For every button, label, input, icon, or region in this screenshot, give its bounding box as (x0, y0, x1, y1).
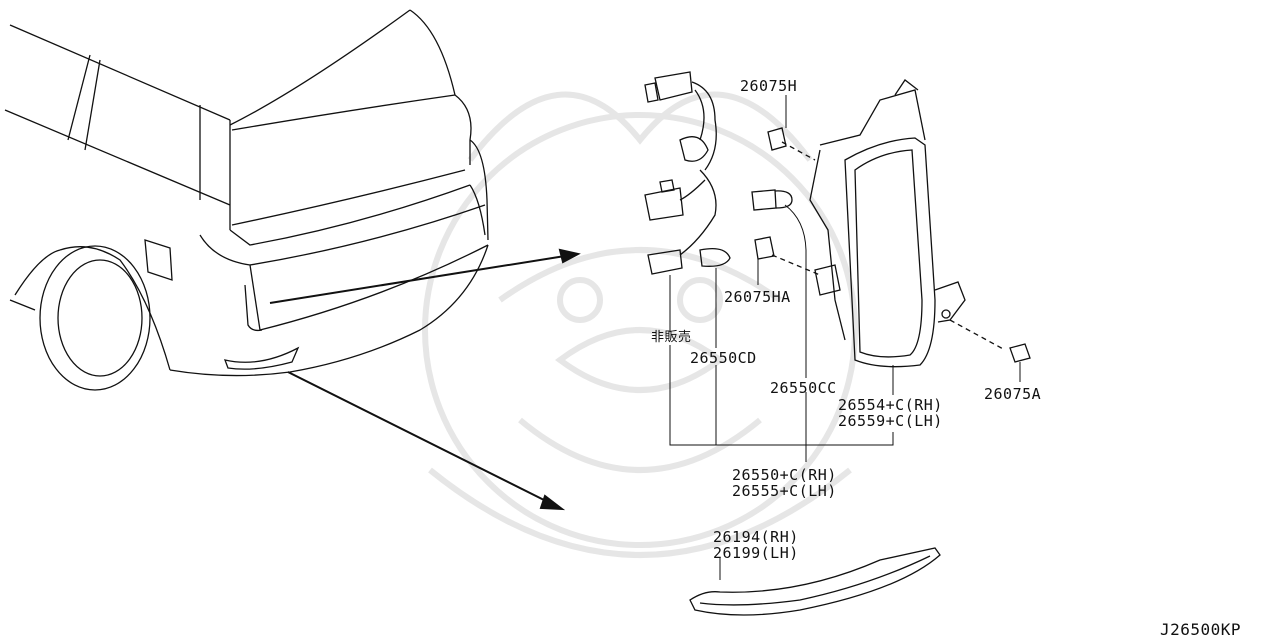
label-26554-rh: 26554+C(RH) (838, 396, 943, 414)
label-26550-rh: 26550+C(RH) (732, 466, 837, 484)
label-26550cc: 26550CC (770, 379, 837, 397)
leader-lines (669, 95, 1021, 580)
watermark-emblem (422, 91, 858, 558)
bulb-parts (751, 127, 1031, 363)
wiring-harness (644, 71, 731, 275)
label-26075ha: 26075HA (724, 288, 791, 306)
label-26550cd: 26550CD (690, 349, 757, 367)
diagram-code: J26500KP (1160, 620, 1242, 639)
label-26075a: 26075A (984, 385, 1042, 403)
label-26559-lh: 26559+C(LH) (838, 412, 943, 430)
label-26199-lh: 26199(LH) (713, 544, 799, 562)
vehicle-rear (4, 9, 489, 391)
rear-combination-lamp (809, 79, 966, 368)
label-26075h: 26075H (740, 77, 798, 95)
pointer-arrows (269, 248, 581, 511)
label-26555-lh: 26555+C(LH) (732, 482, 837, 500)
rear-reflector (689, 547, 941, 616)
label-26194-rh: 26194(RH) (713, 528, 799, 546)
label-not-for-sale: 非販売 (651, 330, 692, 345)
